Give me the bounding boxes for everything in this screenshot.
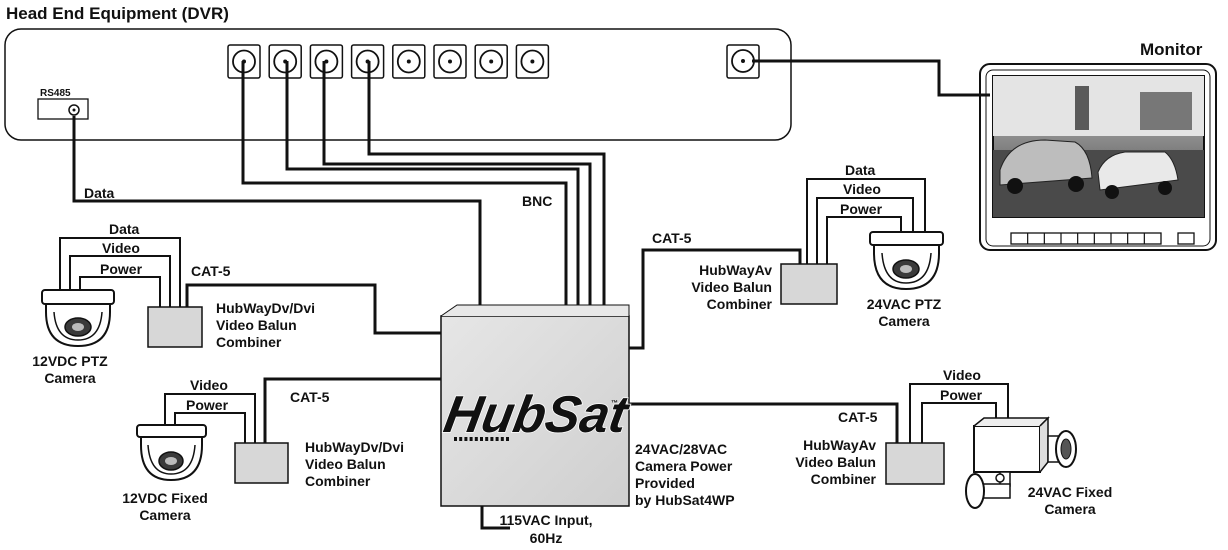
camera-ptz-12v-line1: 12VDC PTZ xyxy=(32,353,108,369)
balun-ptz-12v-line3: Combiner xyxy=(216,334,282,350)
ac-input-line2: 60Hz xyxy=(530,530,563,546)
hubsat-logo: HubSat xyxy=(440,386,635,444)
hub-power-note-line3: Provided xyxy=(635,475,695,491)
bnc-port-icon xyxy=(268,44,302,79)
dvr-unit xyxy=(4,28,792,141)
cat5-label-fixed-24v: CAT-5 xyxy=(838,409,878,425)
camera-fixed-24v-line1: 24VAC Fixed xyxy=(1028,484,1113,500)
rs485-label: RS485 xyxy=(40,88,71,99)
monitor xyxy=(979,63,1217,251)
dome-camera-icon xyxy=(41,289,115,348)
balun-ptz-24v-line2: Video Balun xyxy=(691,279,772,295)
video-label-fixed-12v: Video xyxy=(190,377,228,393)
balun-fixed-12v-line3: Combiner xyxy=(305,473,371,489)
power-label-fixed-12v: Power xyxy=(186,397,229,413)
cat5-label-ptz-12v: CAT-5 xyxy=(191,263,231,279)
balun-fixed-24v-line3: Combiner xyxy=(811,471,877,487)
ac-input-line1: 115VAC Input, xyxy=(499,512,592,528)
cat5-label-fixed-12v: CAT-5 xyxy=(290,389,330,405)
bnc-port-icon xyxy=(515,44,550,79)
bnc-port-icon xyxy=(309,44,344,79)
camera-fixed-12v-line2: Camera xyxy=(139,507,191,523)
balun-fixed-24v-line1: HubWayAv xyxy=(803,437,876,453)
video-label-ptz-12v: Video xyxy=(102,240,140,256)
balun-ptz-12v xyxy=(147,306,203,348)
video-label-ptz-24v: Video xyxy=(843,181,881,197)
bnc-wire-label: BNC xyxy=(522,193,552,209)
balun-ptz-24v xyxy=(780,263,838,305)
video-label-fixed-24v: Video xyxy=(943,367,981,383)
camera-ptz-24v-line2: Camera xyxy=(878,313,930,329)
dvr-title: Head End Equipment (DVR) xyxy=(6,4,229,23)
bnc-port-icon xyxy=(392,44,426,79)
hub-power-note-line1: 24VAC/28VAC xyxy=(635,441,727,457)
hub-power-note-line2: Camera Power xyxy=(635,458,733,474)
camera-fixed-24v-line2: Camera xyxy=(1044,501,1096,517)
power-label-fixed-24v: Power xyxy=(940,387,983,403)
dome-camera-icon xyxy=(136,424,207,482)
bnc-port-icon xyxy=(433,44,467,79)
camera-ptz-24v-line1: 24VAC PTZ xyxy=(867,296,942,312)
hubsat-trademark: ™ xyxy=(611,400,618,407)
data-label-ptz-24v: Data xyxy=(845,162,876,178)
balun-ptz-24v-line3: Combiner xyxy=(707,296,773,312)
cat5-label-ptz-24v: CAT-5 xyxy=(652,230,692,246)
data-label-ptz-12v: Data xyxy=(109,221,140,237)
balun-fixed-24v xyxy=(885,442,945,485)
power-label-ptz-12v: Power xyxy=(100,261,143,277)
balun-ptz-12v-line1: HubWayDv/Dvi xyxy=(216,300,315,316)
balun-fixed-24v-line2: Video Balun xyxy=(795,454,876,470)
bnc-port-icon xyxy=(474,44,508,79)
hubsat-unit: HubSat ™ xyxy=(439,304,635,507)
balun-ptz-12v-line2: Video Balun xyxy=(216,317,297,333)
balun-fixed-12v-line1: HubWayDv/Dvi xyxy=(305,439,404,455)
balun-fixed-12v xyxy=(234,442,289,484)
rs485-port xyxy=(37,98,89,120)
balun-ptz-24v-line1: HubWayAv xyxy=(699,262,772,278)
camera-ptz-12v-line2: Camera xyxy=(44,370,96,386)
box-camera-icon xyxy=(965,416,1077,509)
dome-camera-icon xyxy=(869,231,944,291)
data-wire-label: Data xyxy=(84,185,115,201)
camera-fixed-12v-line1: 12VDC Fixed xyxy=(122,490,208,506)
hub-power-note-line4: by HubSat4WP xyxy=(635,492,735,508)
balun-fixed-12v-line2: Video Balun xyxy=(305,456,386,472)
monitor-label: Monitor xyxy=(1140,40,1203,59)
power-label-ptz-24v: Power xyxy=(840,201,883,217)
